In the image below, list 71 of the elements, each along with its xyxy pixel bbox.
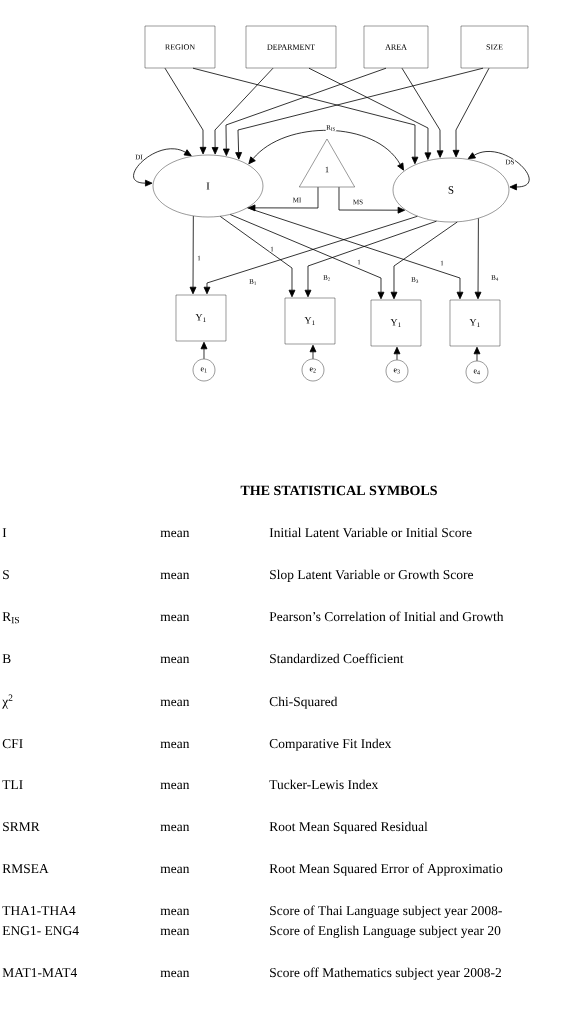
arrow xyxy=(189,215,197,295)
table-text: mean xyxy=(160,699,190,707)
table-text: mean xyxy=(160,530,190,538)
arrow xyxy=(309,344,317,360)
arrow xyxy=(401,67,444,158)
definition-text: Score off Mathematics subject year 2008-2 xyxy=(270,967,501,980)
table-text: mean xyxy=(160,782,190,790)
symbol-text: TLI xyxy=(2,780,23,789)
table-title: THE STATISTICAL SYMBOLS xyxy=(240,485,437,496)
symbol-text: ENG1- ENG4 xyxy=(2,926,79,936)
constant-triangle: 1 xyxy=(299,138,355,188)
definition-text: Score of English Language subject year 20 xyxy=(270,925,501,938)
arrow xyxy=(248,186,319,212)
variable-box: Y$_{1}$ xyxy=(284,297,336,345)
definition-text: Root Mean Squared Error of Approximatio xyxy=(269,863,503,876)
definition-text: Standardized Coefficient xyxy=(270,653,404,664)
arrow xyxy=(338,186,406,214)
symbol-text: THA1-THA4 xyxy=(2,906,76,915)
arrow xyxy=(248,129,404,171)
arrow xyxy=(393,346,401,361)
table-text: mean xyxy=(160,572,190,580)
variable-box: REGION xyxy=(144,25,216,69)
table-text: mean xyxy=(160,866,190,874)
symbol-text: MAT1-MAT4 xyxy=(2,968,77,977)
arrow xyxy=(211,67,274,155)
variable-box: SIZE xyxy=(460,25,529,69)
definition-text: Pearson’s Correlation of Initial and Growth xyxy=(269,611,504,622)
arrow xyxy=(164,67,207,155)
definition-text: Root Mean Squared Residual xyxy=(269,821,428,834)
arrow xyxy=(203,215,418,295)
definition-text: Comparative Fit Index xyxy=(269,738,392,751)
arrow xyxy=(222,67,387,156)
arrow xyxy=(235,67,484,160)
arrow xyxy=(467,151,530,191)
arrow xyxy=(219,216,296,298)
arrow xyxy=(133,148,192,187)
table-text: mean xyxy=(160,656,190,664)
definition-text: Score of Thai Language subject year 2008- xyxy=(270,905,502,918)
definition-text: Tucker-Lewis Index xyxy=(269,779,379,790)
definition-text: Chi-Squared xyxy=(269,696,338,709)
arrow xyxy=(247,207,464,300)
symbol-text: I xyxy=(2,528,7,537)
arrow xyxy=(304,220,437,298)
table-text: mean xyxy=(160,970,190,978)
table-text: mean xyxy=(160,824,190,832)
table-text: mean xyxy=(160,614,190,622)
symbol-text: χ$^{2}$ xyxy=(2,694,13,709)
arrow xyxy=(452,67,490,158)
variable-box: Y$_{1}$ xyxy=(449,299,501,347)
symbol-text: SRMR xyxy=(3,822,40,832)
table-text: mean xyxy=(160,928,190,936)
arrow xyxy=(200,341,208,360)
symbol-text: S xyxy=(3,570,9,580)
arrow xyxy=(192,67,419,165)
symbol-text: R$_{IS}$ xyxy=(2,612,19,624)
arrow xyxy=(473,346,481,362)
variable-box: AREA xyxy=(363,25,429,69)
variable-box: Y$_{1}$ xyxy=(370,299,422,347)
symbol-text: CFI xyxy=(2,739,23,749)
arrow xyxy=(390,221,458,300)
table-text: mean xyxy=(160,741,190,749)
symbol-text: RMSEA xyxy=(2,864,49,874)
arrow xyxy=(308,67,432,160)
definition-text: Initial Latent Variable or Initial Score xyxy=(269,527,472,538)
definition-text: Slop Latent Variable or Growth Score xyxy=(270,569,474,582)
variable-box: DEPARMENT xyxy=(245,25,337,69)
variable-box: Y$_{1}$ xyxy=(175,294,227,342)
arrow xyxy=(474,218,482,300)
symbol-text: B xyxy=(2,654,11,664)
table-text: mean xyxy=(160,908,190,916)
arrow xyxy=(229,214,385,300)
